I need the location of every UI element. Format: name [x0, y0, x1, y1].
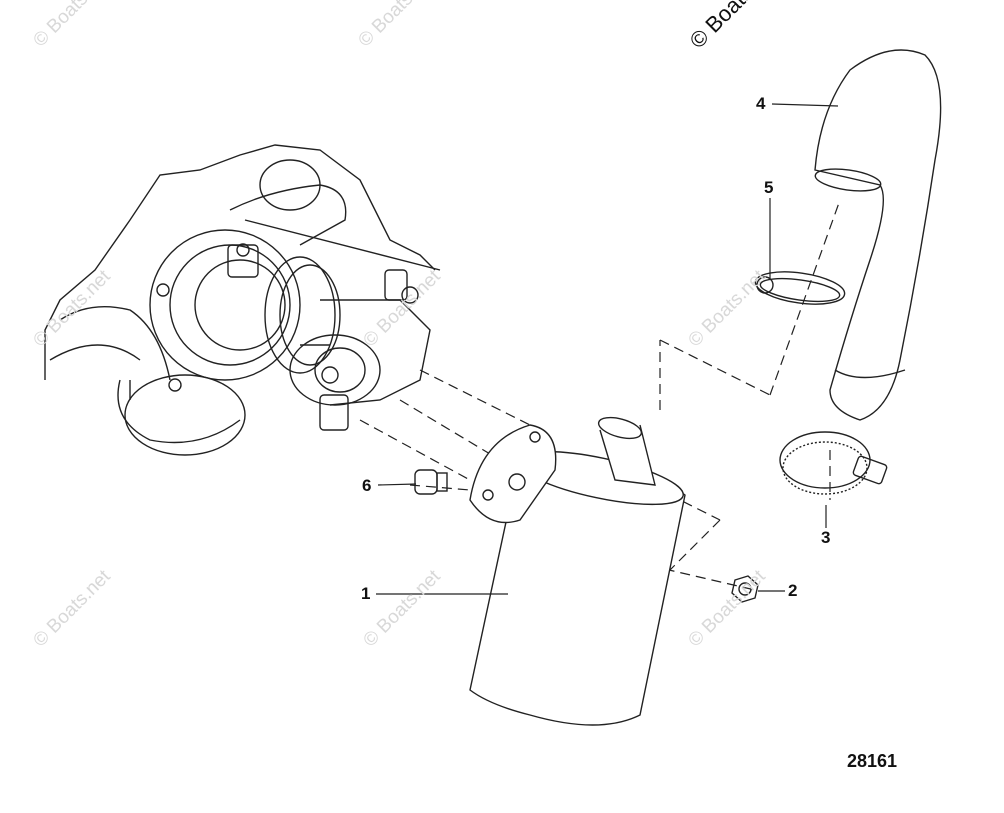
- part-6-plug: [414, 469, 448, 495]
- callout-3: 3: [821, 528, 831, 547]
- part-5-clamp: [754, 271, 846, 305]
- turbocharger: [44, 144, 441, 456]
- part-2-nut: [731, 575, 759, 603]
- part-4-hose: [814, 49, 942, 421]
- part-1-pipe: [469, 416, 686, 726]
- figure-number: 28161: [847, 751, 898, 771]
- callout-6: 6: [362, 476, 372, 495]
- part-2-nut-hole: [738, 582, 752, 596]
- callout-5: 5: [764, 178, 774, 197]
- leader-lines: [376, 103, 839, 595]
- callout-2: 2: [788, 581, 798, 600]
- part-3-clamp: [779, 431, 888, 495]
- callout-1: 1: [361, 584, 371, 603]
- callout-4: 4: [756, 94, 766, 113]
